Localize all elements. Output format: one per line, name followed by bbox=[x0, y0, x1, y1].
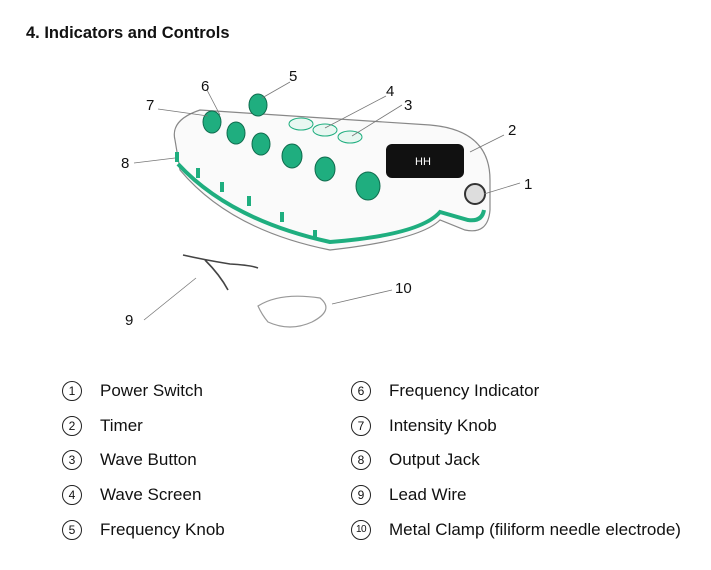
legend-label: Intensity Knob bbox=[389, 416, 497, 435]
callout-4: 4 bbox=[386, 83, 395, 100]
legend-label: Power Switch bbox=[100, 381, 203, 400]
timer-screen-text: HH bbox=[415, 156, 431, 168]
output-jacks[interactable] bbox=[175, 152, 317, 240]
legend-label: Lead Wire bbox=[389, 485, 467, 504]
legend-number: 1 bbox=[62, 381, 82, 401]
device-figure: HH bbox=[0, 60, 711, 350]
legend: 1 Power Switch 2 Timer 3 Wave Button 4 W… bbox=[0, 372, 711, 552]
section-heading: 4. Indicators and Controls bbox=[26, 24, 230, 42]
legend-item: 4 Wave Screen bbox=[62, 485, 201, 505]
timer-screen bbox=[386, 144, 464, 178]
legend-number: 8 bbox=[351, 450, 371, 470]
callout-8: 8 bbox=[121, 155, 130, 172]
callout-1: 1 bbox=[524, 176, 533, 193]
callout-3: 3 bbox=[404, 97, 413, 114]
legend-item: 5 Frequency Knob bbox=[62, 520, 225, 540]
wave-button[interactable] bbox=[312, 123, 338, 137]
legend-item: 6 Frequency Indicator bbox=[351, 381, 539, 401]
legend-item: 8 Output Jack bbox=[351, 450, 480, 470]
callout-6: 6 bbox=[201, 78, 210, 95]
lead-wire bbox=[182, 254, 259, 291]
callout-7: 7 bbox=[146, 97, 155, 114]
legend-label: Metal Clamp (filiform needle electrode) bbox=[389, 520, 681, 539]
knobs[interactable] bbox=[202, 93, 381, 201]
legend-item: 1 Power Switch bbox=[62, 381, 203, 401]
legend-label: Wave Button bbox=[100, 450, 197, 469]
legend-item: 3 Wave Button bbox=[62, 450, 197, 470]
callout-10: 10 bbox=[395, 280, 412, 297]
wave-button[interactable] bbox=[288, 117, 314, 131]
callout-5: 5 bbox=[289, 68, 298, 85]
wave-button[interactable] bbox=[337, 130, 363, 144]
legend-item: 9 Lead Wire bbox=[351, 485, 466, 505]
legend-number: 6 bbox=[351, 381, 371, 401]
legend-number: 4 bbox=[62, 485, 82, 505]
legend-label: Wave Screen bbox=[100, 485, 202, 504]
callout-2: 2 bbox=[508, 122, 517, 139]
legend-number: 3 bbox=[62, 450, 82, 470]
legend-number: 7 bbox=[351, 416, 371, 436]
accent-stripe bbox=[176, 162, 486, 245]
legend-number: 10 bbox=[351, 520, 371, 540]
legend-item: 7 Intensity Knob bbox=[351, 416, 497, 436]
legend-item: 10 Metal Clamp (filiform needle electrod… bbox=[351, 520, 681, 540]
legend-number: 2 bbox=[62, 416, 82, 436]
device-illustration: HH bbox=[133, 81, 521, 328]
legend-label: Timer bbox=[100, 416, 143, 435]
legend-label: Frequency Indicator bbox=[389, 381, 540, 400]
callout-9: 9 bbox=[125, 312, 134, 329]
legend-item: 2 Timer bbox=[62, 416, 143, 436]
legend-label: Frequency Knob bbox=[100, 520, 225, 539]
power-switch[interactable] bbox=[464, 183, 486, 205]
legend-number: 5 bbox=[62, 520, 82, 540]
legend-number: 9 bbox=[351, 485, 371, 505]
metal-clamp bbox=[257, 295, 327, 328]
legend-label: Output Jack bbox=[389, 450, 480, 469]
